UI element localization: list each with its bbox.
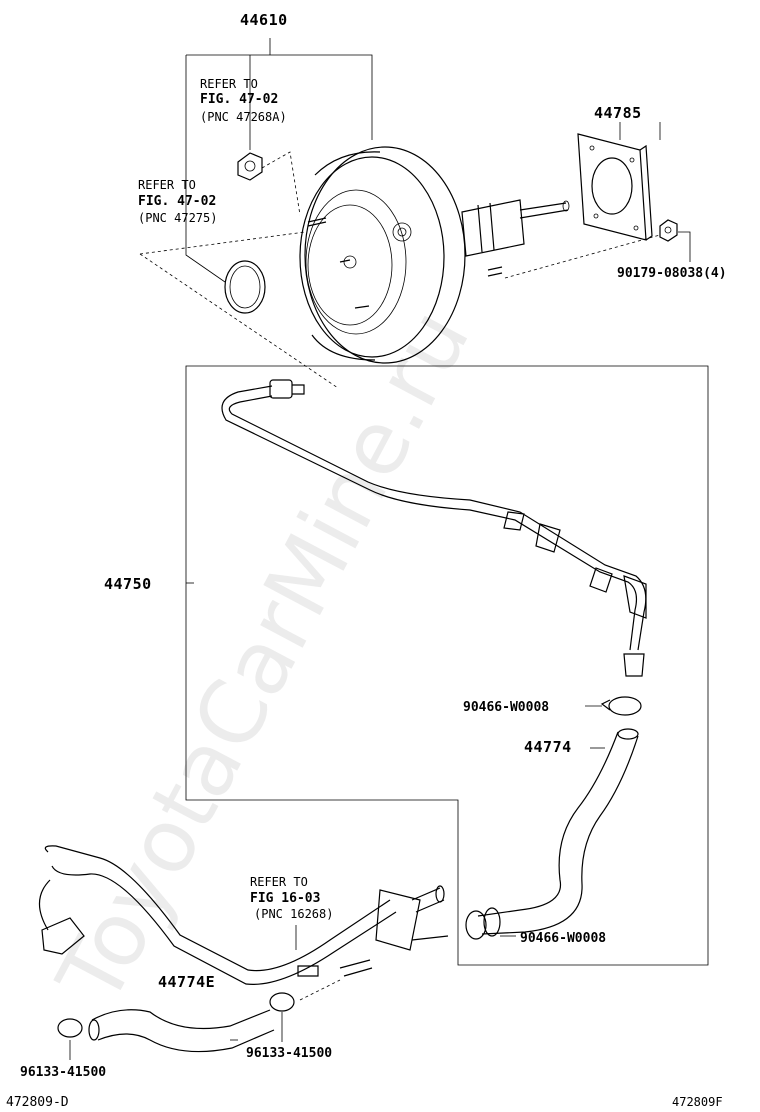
gasket-plate-icon	[577, 133, 653, 241]
label-90466-upper: 90466-W0008	[463, 700, 549, 715]
nut-icon	[659, 219, 678, 242]
o-ring-icon	[224, 260, 266, 314]
footer-left-code: 472809-D	[6, 1095, 69, 1110]
ref-1-line3: (PNC 47268A)	[200, 110, 287, 124]
hose-clip-icon	[600, 696, 642, 716]
label-90466-lower: 90466-W0008	[520, 931, 606, 946]
label-96133-left: 96133-41500	[20, 1065, 106, 1080]
ref-1-line1: REFER TO	[200, 77, 258, 91]
label-44774E: 44774E	[158, 973, 215, 991]
ref-block-1: REFER TO FIG. 47-02 (PNC 47268A)	[200, 77, 287, 124]
ref-3-line1: REFER TO	[250, 875, 308, 889]
vacuum-hose-icon	[465, 728, 639, 940]
vacuum-pipe-icon	[221, 379, 647, 677]
label-44610: 44610	[240, 11, 288, 29]
check-valve-icon	[237, 152, 263, 181]
callout-frame	[185, 365, 709, 966]
leader-lines-bottom	[69, 705, 605, 1060]
ref-2-line3: (PNC 47275)	[138, 211, 217, 225]
ref-2-line1: REFER TO	[138, 178, 196, 192]
ref-3-line3: (PNC 16268)	[254, 907, 333, 921]
ref-3-line2: FIG 16-03	[250, 891, 320, 906]
ref-block-3: REFER TO FIG 16-03 (PNC 16268)	[250, 875, 333, 921]
label-90179: 90179-08038(4)	[617, 266, 727, 281]
ref-block-2: REFER TO FIG. 47-02 (PNC 47275)	[138, 178, 217, 225]
label-44774: 44774	[524, 738, 572, 756]
label-44785: 44785	[594, 104, 642, 122]
footer-right-code: 472809F	[672, 1095, 723, 1109]
label-44750: 44750	[104, 575, 152, 593]
ref-2-line2: FIG. 47-02	[138, 194, 216, 209]
brake-booster-icon	[299, 146, 570, 364]
lower-pipe-assembly	[38, 845, 449, 1053]
ref-1-line2: FIG. 47-02	[200, 92, 278, 107]
label-96133-right: 96133-41500	[246, 1046, 332, 1061]
